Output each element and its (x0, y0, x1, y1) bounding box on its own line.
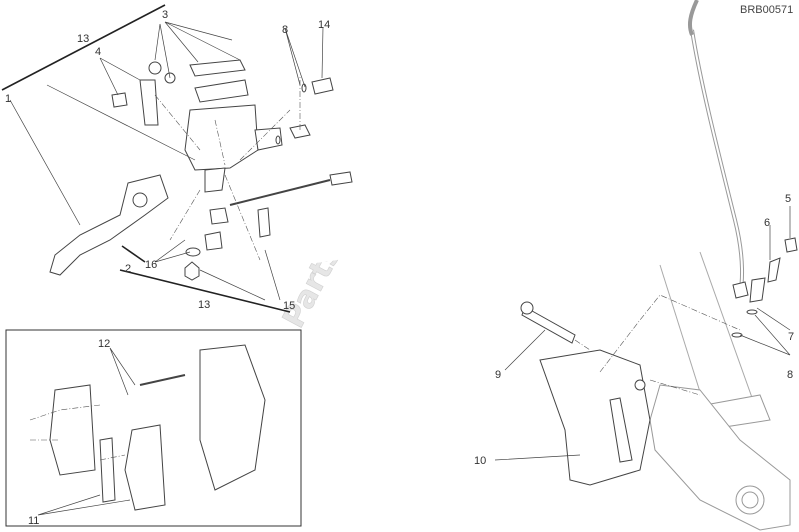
callout-13-top: 13 (77, 33, 89, 45)
callout-11: 11 (28, 515, 39, 527)
callout-3: 3 (162, 9, 168, 21)
callout-16: 16 (145, 259, 157, 271)
bleeder-parts (731, 237, 798, 338)
callout-7: 7 (788, 331, 794, 343)
push-rod (184, 171, 353, 281)
callout-4: 4 (95, 46, 101, 58)
callout-12: 12 (98, 338, 110, 350)
callout-8-right: 8 (787, 369, 793, 381)
callout-9: 9 (495, 369, 501, 381)
group-bar-top (1, 4, 166, 91)
callout-1: 1 (5, 93, 11, 105)
callout-14: 14 (318, 19, 330, 31)
brake-hose (269, 0, 745, 296)
master-cylinder (111, 59, 283, 193)
group-bar-bottom (119, 269, 291, 313)
callout-10: 10 (474, 455, 486, 467)
callout-6: 6 (764, 217, 770, 229)
fork-leg (649, 251, 791, 531)
callout-5: 5 (785, 193, 791, 205)
callout-2: 2 (125, 263, 131, 275)
brake-pads-inset (5, 329, 302, 527)
drawing-code: BRB00571 (740, 4, 793, 16)
callouts: 1 2 3 4 5 6 7 8 8 9 10 11 12 13 13 14 15… (5, 9, 794, 527)
brake-lever (49, 174, 169, 276)
group-bar-2 (121, 245, 146, 263)
assembly-lines (29, 75, 741, 461)
callout-8-top: 8 (282, 24, 288, 36)
leader-lines (9, 21, 791, 516)
callout-13-bottom: 13 (198, 299, 210, 311)
callout-15: 15 (283, 300, 295, 312)
brake-caliper (520, 301, 651, 486)
